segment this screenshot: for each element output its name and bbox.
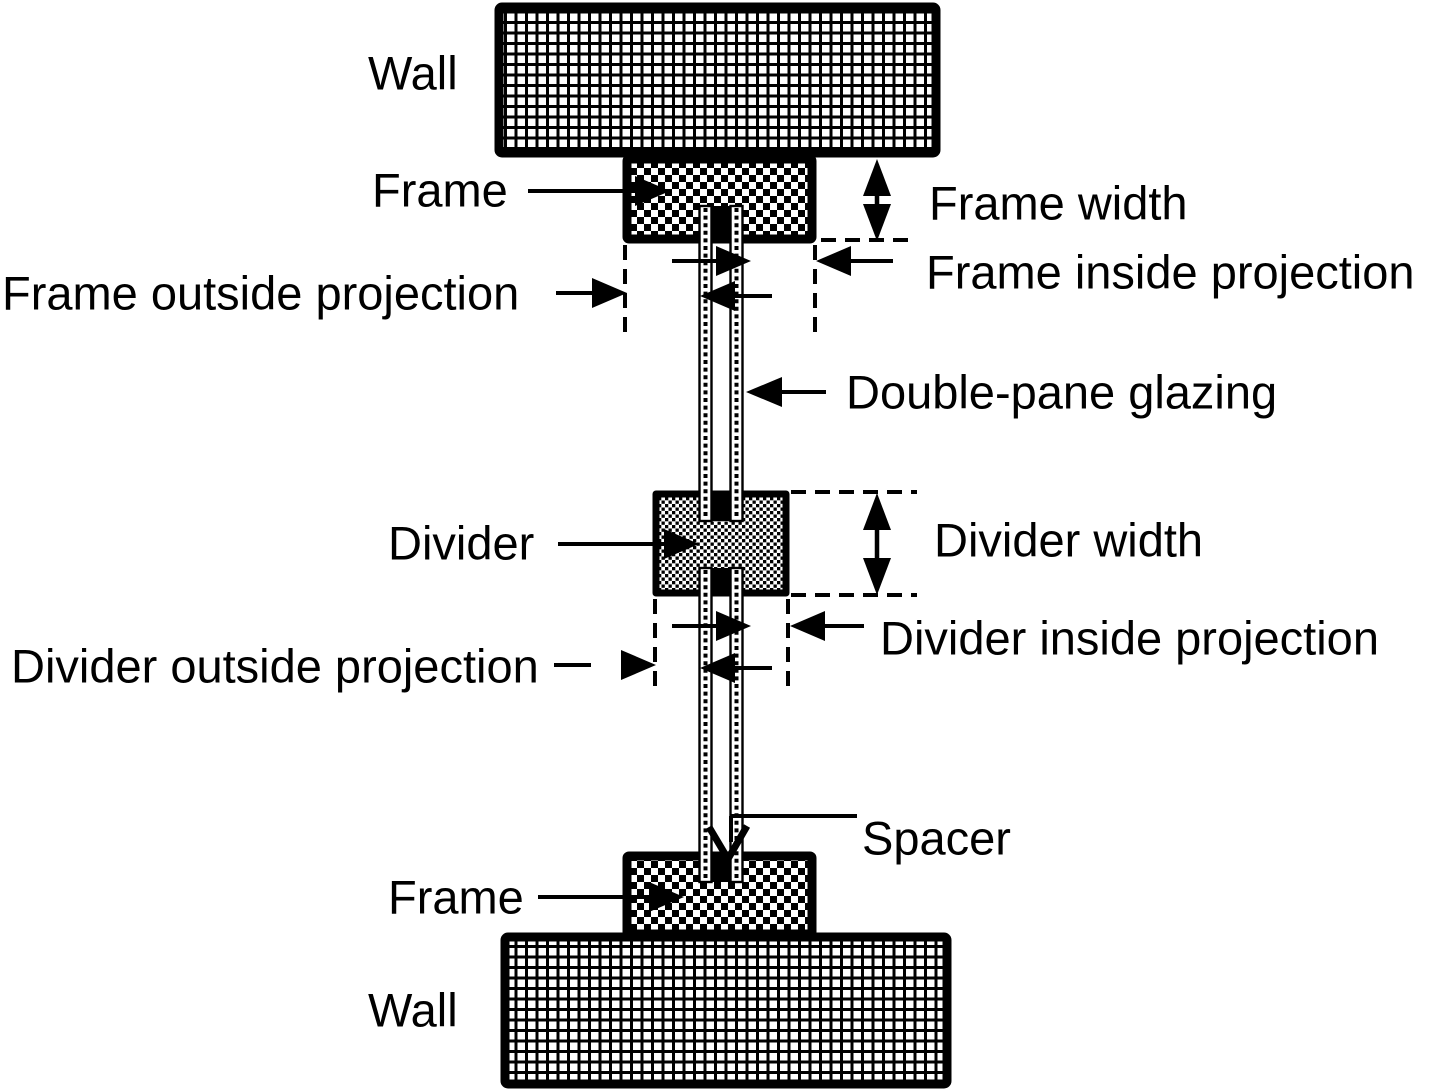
glazing-section: [698, 204, 744, 884]
frame-bottom-label: Frame: [388, 871, 524, 924]
dimension-arrows: [554, 159, 893, 683]
frame-width-label: Frame width: [929, 177, 1188, 230]
leader-arrows: [528, 176, 857, 912]
divider-spacer-cap-top: [711, 492, 732, 521]
divider-outside-projection-label: Divider outside projection: [11, 640, 539, 693]
frame-width-dim-arrowhead-down: [863, 204, 891, 241]
wall-top-block: [494, 2, 941, 158]
frame-outside-dim-arrowhead-left: [700, 281, 735, 311]
reference-lines: [623, 238, 917, 692]
wall-bottom-label: Wall: [368, 984, 458, 1037]
frame-top-label: Frame: [372, 164, 508, 217]
divider-inside-projection-label: Divider inside projection: [880, 612, 1379, 665]
frame-outside-dim-arrowhead-right: [592, 278, 627, 308]
frame-top-leader-arrowhead: [635, 176, 670, 206]
frame-inside-projection-label: Frame inside projection: [926, 246, 1415, 299]
wall-top-section: [494, 2, 941, 158]
text-labels: Wall Frame Frame width Frame inside proj…: [2, 47, 1415, 1037]
divider-inside-dim-arrowhead-right: [716, 611, 751, 641]
divider-spacer-cap-bottom: [711, 568, 732, 595]
spacer-label: Spacer: [862, 812, 1011, 865]
divider-outside-dim-arrowhead-right: [621, 650, 656, 680]
frame-width-dim-arrowhead-up: [863, 159, 891, 196]
spacer-block-top: [711, 206, 732, 243]
divider-label: Divider: [388, 517, 534, 570]
divider-width-dim-arrowhead-up: [863, 493, 891, 530]
divider-width-dim-arrowhead-down: [863, 558, 891, 595]
frame-outside-projection-label: Frame outside projection: [2, 267, 519, 320]
glazing-leader-arrowhead: [746, 377, 782, 407]
wall-bottom-section: [500, 932, 952, 1089]
frame-inside-dim-arrowhead-right: [716, 246, 751, 276]
spacer-leader-arrowhead: [705, 824, 751, 866]
double-pane-glazing-label: Double-pane glazing: [846, 366, 1277, 419]
divider-width-label: Divider width: [934, 514, 1203, 567]
frame-inside-dim-arrowhead-left: [816, 246, 851, 276]
wall-top-label: Wall: [368, 47, 458, 100]
wall-bottom-block: [500, 932, 952, 1089]
divider-outside-dim-arrowhead-left: [700, 653, 735, 683]
divider-inside-dim-arrowhead-left: [790, 611, 825, 641]
frame-bottom-leader-arrowhead: [649, 882, 684, 912]
divider-section: [652, 490, 790, 597]
divider-leader-arrowhead: [664, 529, 699, 559]
